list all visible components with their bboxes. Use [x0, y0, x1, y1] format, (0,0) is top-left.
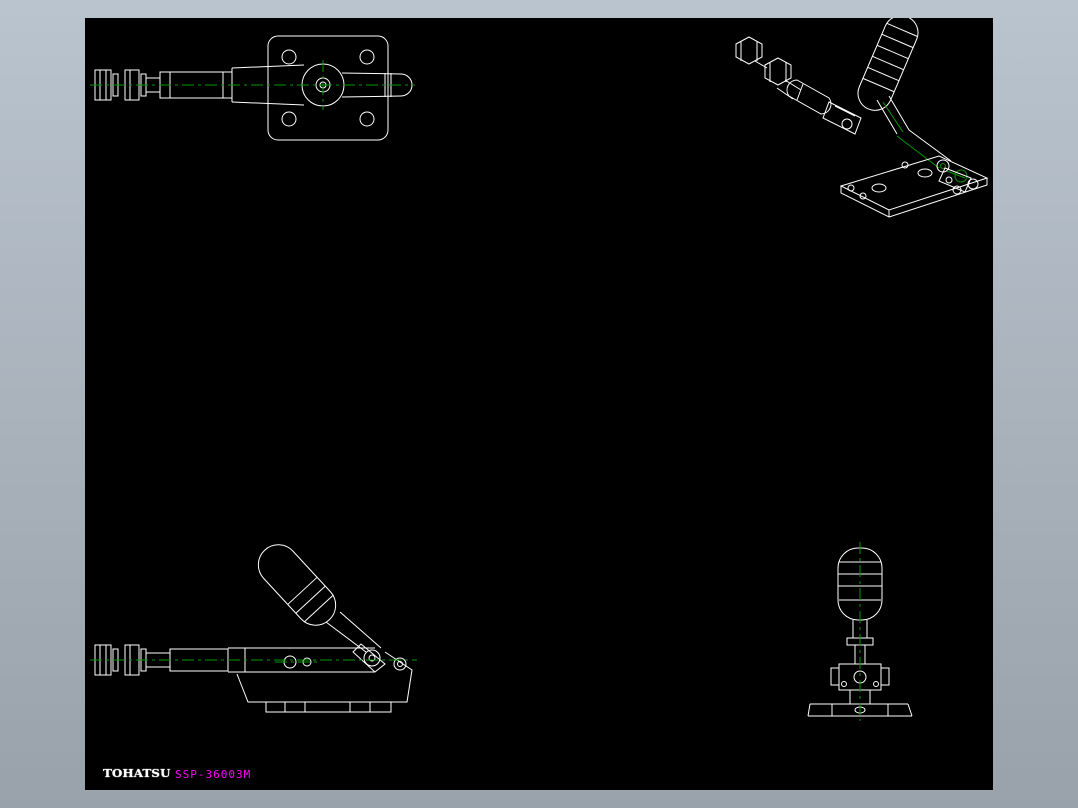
- view-isometric: [735, 18, 989, 218]
- clevis-isometric: [822, 101, 862, 135]
- base-plate-isometric: [839, 155, 989, 218]
- hex-nut: [754, 57, 792, 86]
- handle-grip-isometric: [857, 18, 919, 111]
- view-front: [807, 542, 913, 721]
- base-front: [807, 690, 913, 717]
- brand-logo: TOHATSU: [103, 766, 171, 780]
- view-side-with-flange: [90, 35, 415, 141]
- handle-grip: [257, 544, 337, 626]
- mounting-plate: [267, 35, 389, 141]
- base-bracket: [236, 651, 413, 713]
- handle-arm: [325, 611, 382, 653]
- drawing-sheet: [90, 18, 989, 721]
- part-number: SSP-36003M: [175, 768, 252, 781]
- title-block: TOHATSU SSP-36003M: [85, 762, 993, 786]
- hex-bolt: [735, 36, 763, 65]
- handle-pivot: [352, 643, 407, 673]
- drawing-canvas[interactable]: TOHATSU SSP-36003M: [85, 18, 993, 790]
- spindle-assembly: [94, 69, 160, 101]
- view-side-handle-raised: [90, 544, 417, 713]
- linkage-isometric: [896, 129, 979, 195]
- lever-arm-isometric: [876, 95, 910, 135]
